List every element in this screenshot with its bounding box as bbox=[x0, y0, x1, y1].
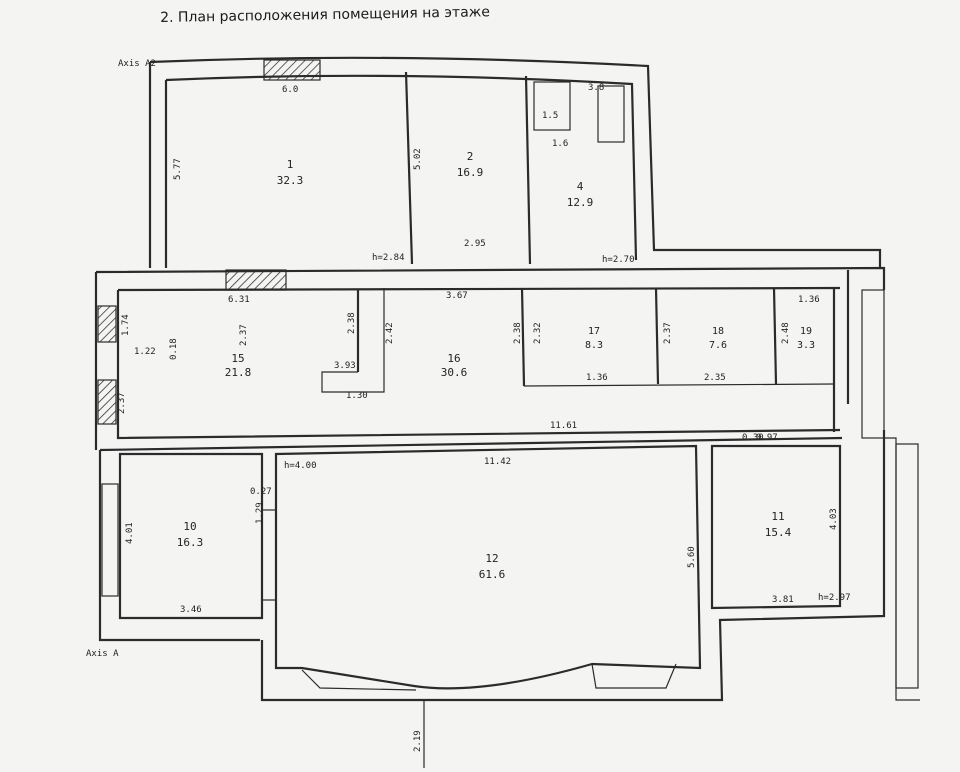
axis-label-top: Axis A2 bbox=[118, 59, 156, 69]
dimension-label: 1.36 bbox=[586, 373, 608, 383]
dimension-label: 1.36 bbox=[798, 295, 820, 305]
dimension-label: 5.77 bbox=[173, 158, 183, 180]
dimension-labels: 6.0 5.77 5.02 1.5 1.6 3.8 2.95 h=2.84 h=… bbox=[117, 83, 851, 615]
room-number: 17 bbox=[588, 326, 600, 337]
room-area: 16.3 bbox=[177, 536, 204, 549]
room-number: 4 bbox=[577, 180, 584, 193]
dimension-label: 3.8 bbox=[588, 83, 604, 93]
bottom-wing-walls bbox=[98, 430, 920, 702]
dimension-label: 4.01 bbox=[125, 522, 135, 544]
dimension-label: 2.37 bbox=[117, 392, 127, 414]
dimension-label: h=4.00 bbox=[284, 461, 317, 471]
room-number: 19 bbox=[800, 326, 812, 337]
dimension-label: 4.03 bbox=[829, 508, 839, 530]
dimension-label: 0.30 bbox=[742, 433, 764, 443]
axis-markers: Axis A2 Axis A 2.19 bbox=[86, 59, 425, 768]
room-area: 3.3 bbox=[797, 340, 815, 351]
dimension-label: h=2.84 bbox=[372, 253, 405, 263]
dimension-label: 0.97 bbox=[756, 433, 778, 443]
room-area: 8.3 bbox=[585, 340, 603, 351]
dimension-label: 3.46 bbox=[180, 605, 202, 615]
room-number: 10 bbox=[183, 520, 196, 533]
dimension-label: 1.29 bbox=[255, 502, 265, 524]
axis-label-bottom: 2.19 bbox=[413, 730, 423, 752]
room-area: 7.6 bbox=[709, 340, 727, 351]
room-number: 15 bbox=[231, 352, 244, 365]
dimension-label: 1.6 bbox=[552, 139, 568, 149]
room-area: 15.4 bbox=[765, 526, 792, 539]
dimension-label: 11.42 bbox=[484, 457, 511, 467]
room-number: 16 bbox=[447, 352, 460, 365]
room-area: 30.6 bbox=[441, 366, 468, 379]
room-area: 61.6 bbox=[479, 568, 506, 581]
dimension-label: 2.95 bbox=[464, 239, 486, 249]
room-area: 12.9 bbox=[567, 196, 594, 209]
axis-label-left: Axis A bbox=[86, 649, 119, 659]
dimension-label: 2.37 bbox=[239, 324, 249, 346]
dimension-label: 2.38 bbox=[513, 322, 523, 344]
dimension-label: 5.02 bbox=[413, 148, 423, 170]
dimension-label: 3.81 bbox=[772, 595, 794, 605]
dimension-label: 2.38 bbox=[347, 312, 357, 334]
dimension-label: 2.42 bbox=[385, 322, 395, 344]
dimension-label: 11.61 bbox=[550, 421, 577, 431]
dimension-label: 2.48 bbox=[781, 322, 791, 344]
room-number: 11 bbox=[771, 510, 784, 523]
dimension-label: 6.0 bbox=[282, 85, 298, 95]
dimension-label: h=2.97 bbox=[818, 593, 851, 603]
dimension-label: 0.18 bbox=[169, 338, 179, 360]
dimension-label: 0.27 bbox=[250, 487, 272, 497]
room-area: 21.8 bbox=[225, 366, 252, 379]
dimension-label: 3.93 bbox=[334, 361, 356, 371]
window-hatch-2 bbox=[225, 269, 287, 291]
dimension-label: 5.60 bbox=[687, 546, 697, 568]
room-number: 18 bbox=[712, 326, 724, 337]
dimension-label: 1.5 bbox=[542, 111, 558, 121]
room-labels: 1 32.3 2 16.9 4 12.9 15 21.8 16 30.6 17 … bbox=[177, 150, 815, 581]
room-area: 32.3 bbox=[277, 174, 304, 187]
top-wing-walls bbox=[148, 56, 882, 268]
dimension-label: 1.22 bbox=[134, 347, 156, 357]
dimension-label: 2.35 bbox=[704, 373, 726, 383]
dimension-label: 1.74 bbox=[121, 314, 131, 336]
dimension-label: 2.32 bbox=[533, 322, 543, 344]
room-number: 1 bbox=[287, 158, 294, 171]
dimension-label: 1.30 bbox=[346, 391, 368, 401]
dimension-label: h=2.70 bbox=[602, 255, 635, 265]
middle-wing-walls bbox=[94, 266, 886, 450]
room-number: 12 bbox=[485, 552, 498, 565]
window-hatch bbox=[263, 59, 321, 81]
dimension-label: 3.67 bbox=[446, 291, 468, 301]
dimension-label: 6.31 bbox=[228, 295, 250, 305]
room-number: 2 bbox=[467, 150, 474, 163]
dimension-label: 2.37 bbox=[663, 322, 673, 344]
room-area: 16.9 bbox=[457, 166, 484, 179]
